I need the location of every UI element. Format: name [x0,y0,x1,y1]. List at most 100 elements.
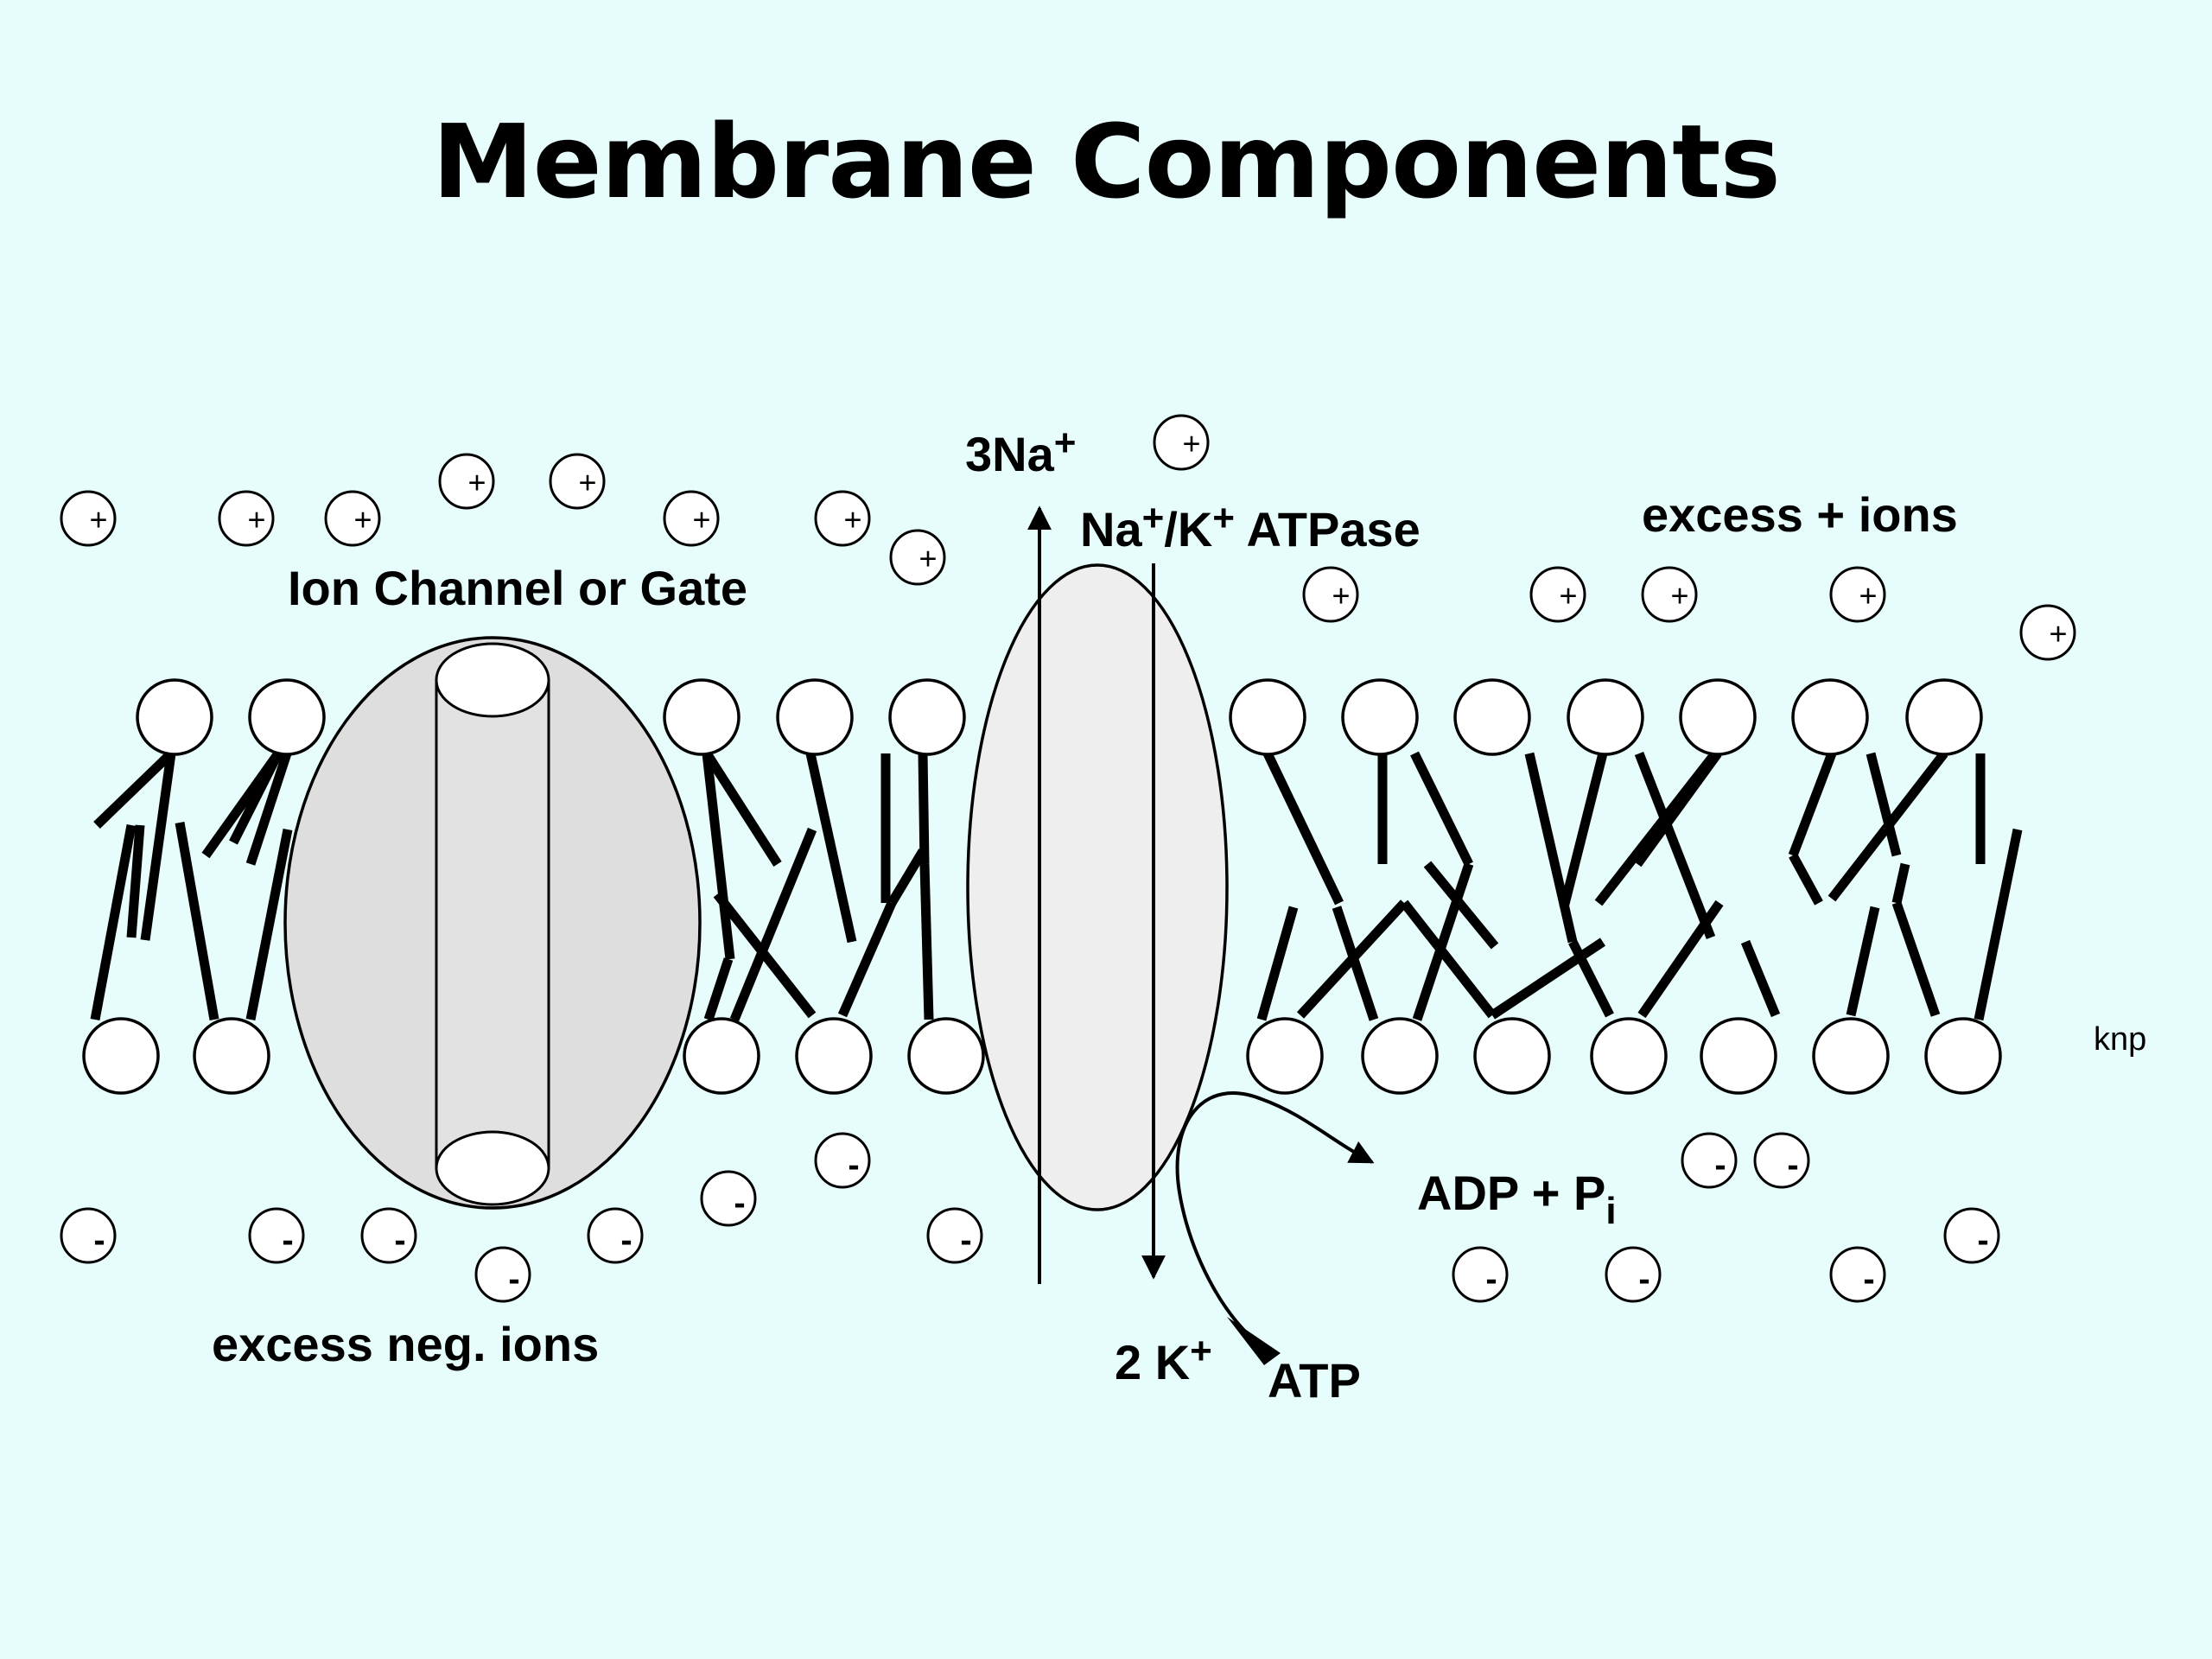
lipid-head [776,678,854,756]
minus-symbol: - [1863,1261,1874,1299]
lipid-heads [82,678,2002,1095]
lipid-tail [1637,899,1724,1019]
lipid-tail [887,849,927,906]
plus-symbol: + [843,502,861,537]
positive-ion: + [438,453,495,510]
plus-symbol: + [467,465,486,500]
lipid-tail [93,750,175,829]
author-initials: knp [2094,1021,2146,1058]
minus-symbol: - [848,1147,859,1185]
plus-symbol: + [1182,426,1200,461]
lipid-tail [702,753,735,960]
lipid-tail [245,752,292,866]
lipid-tail [1827,750,1948,902]
minus-symbol: - [1485,1261,1497,1299]
positive-ion: + [889,529,946,586]
lipid-tail [1332,906,1379,1021]
lipid-head [1590,1017,1668,1095]
sodium-potassium-pump [966,505,1375,1365]
plus-symbol: + [1559,578,1577,613]
lipid-head [1924,1017,2002,1095]
negative-ion: - [1753,1132,1810,1189]
excess-positive-ions-label: excess + ions [1642,487,1958,542]
lipid-head [136,678,213,756]
lipid-tail [1263,751,1344,906]
ions: ++++++++++++++-------------- [60,414,2076,1303]
negative-ion: - [248,1207,305,1264]
positive-ion: + [324,490,381,547]
lipid-tail [919,863,934,1020]
plus-symbol: + [247,502,265,537]
lipid-head [888,678,966,756]
plus-symbol: + [89,502,107,537]
adp-label: ADP + Pi [1417,1166,1617,1232]
slide-title: Membrane Components [432,102,1781,221]
positive-ion: + [663,490,720,547]
negative-ion: - [1452,1246,1509,1303]
minus-symbol: - [508,1261,519,1299]
lipid-tail [126,824,145,938]
lipid-head [795,1017,873,1095]
lipid-tail [1524,752,1578,944]
plus-symbol: + [353,502,372,537]
lipid-head [1361,1017,1439,1095]
lipid-tails [90,750,2023,1022]
lipid-tail [1788,752,1837,857]
positive-ion: + [2019,604,2076,661]
negative-ion: - [587,1207,644,1264]
lipid-tail [805,752,857,944]
atp-label: ATP [1268,1353,1361,1408]
negative-ion: - [1943,1207,2000,1264]
lipid-tail [229,751,283,845]
lipid-tail [140,753,176,941]
plus-symbol: + [1859,578,1877,613]
lipid-tail [1559,752,1608,909]
lipid-tail [1489,938,1606,1020]
excess-negative-ions-label: excess neg. ions [212,1317,599,1371]
positive-ion: + [814,490,871,547]
lipid-tail [702,751,782,867]
lipid-head [683,1017,760,1095]
lipid-tail [245,828,293,1021]
lipid-head [1679,678,1757,756]
lipid-tail [1866,752,1902,857]
atp-arrowhead [1227,1317,1281,1365]
lipid-tail [729,827,817,1022]
lipid-head [248,678,326,756]
lipid-tail [918,753,930,865]
positive-ion: + [1529,566,1586,623]
ion-channel-label: Ion Channel or Gate [288,561,747,615]
lipid-tail [1256,906,1299,1021]
plus-symbol: + [2049,616,2067,652]
minus-symbol: - [1977,1222,1988,1260]
lipid-tail [837,900,897,1018]
positive-ion: + [1153,414,1210,471]
lipid-head [1567,678,1644,756]
minus-symbol: - [1787,1147,1798,1185]
positive-ion: + [218,490,275,547]
plus-symbol: + [1670,578,1688,613]
positive-ion: + [1302,566,1359,623]
lipid-tail [1296,899,1408,1019]
negative-ion: - [1681,1132,1738,1189]
lipid-head [1700,1017,1777,1095]
negative-ion: - [926,1207,983,1264]
lipid-tail [1634,752,1716,939]
positive-ion: + [1829,566,1886,623]
lipid-head [1905,678,1983,756]
lipid-tail [1568,939,1614,1018]
minus-symbol: - [1714,1147,1726,1185]
channel-pore [435,678,550,1170]
lipid-tail [703,957,734,1021]
negative-ion: - [700,1170,757,1227]
minus-symbol: - [93,1222,105,1260]
k-in-label: 2 K+ [1115,1330,1212,1389]
atp-hydrolysis-arrow [1175,1091,1375,1337]
lipid-head [1229,678,1306,756]
lipid-head [1812,1017,1890,1095]
lipid-tail [1891,901,1941,1017]
lipid-tail [1400,899,1497,1019]
plus-symbol: + [918,541,937,576]
